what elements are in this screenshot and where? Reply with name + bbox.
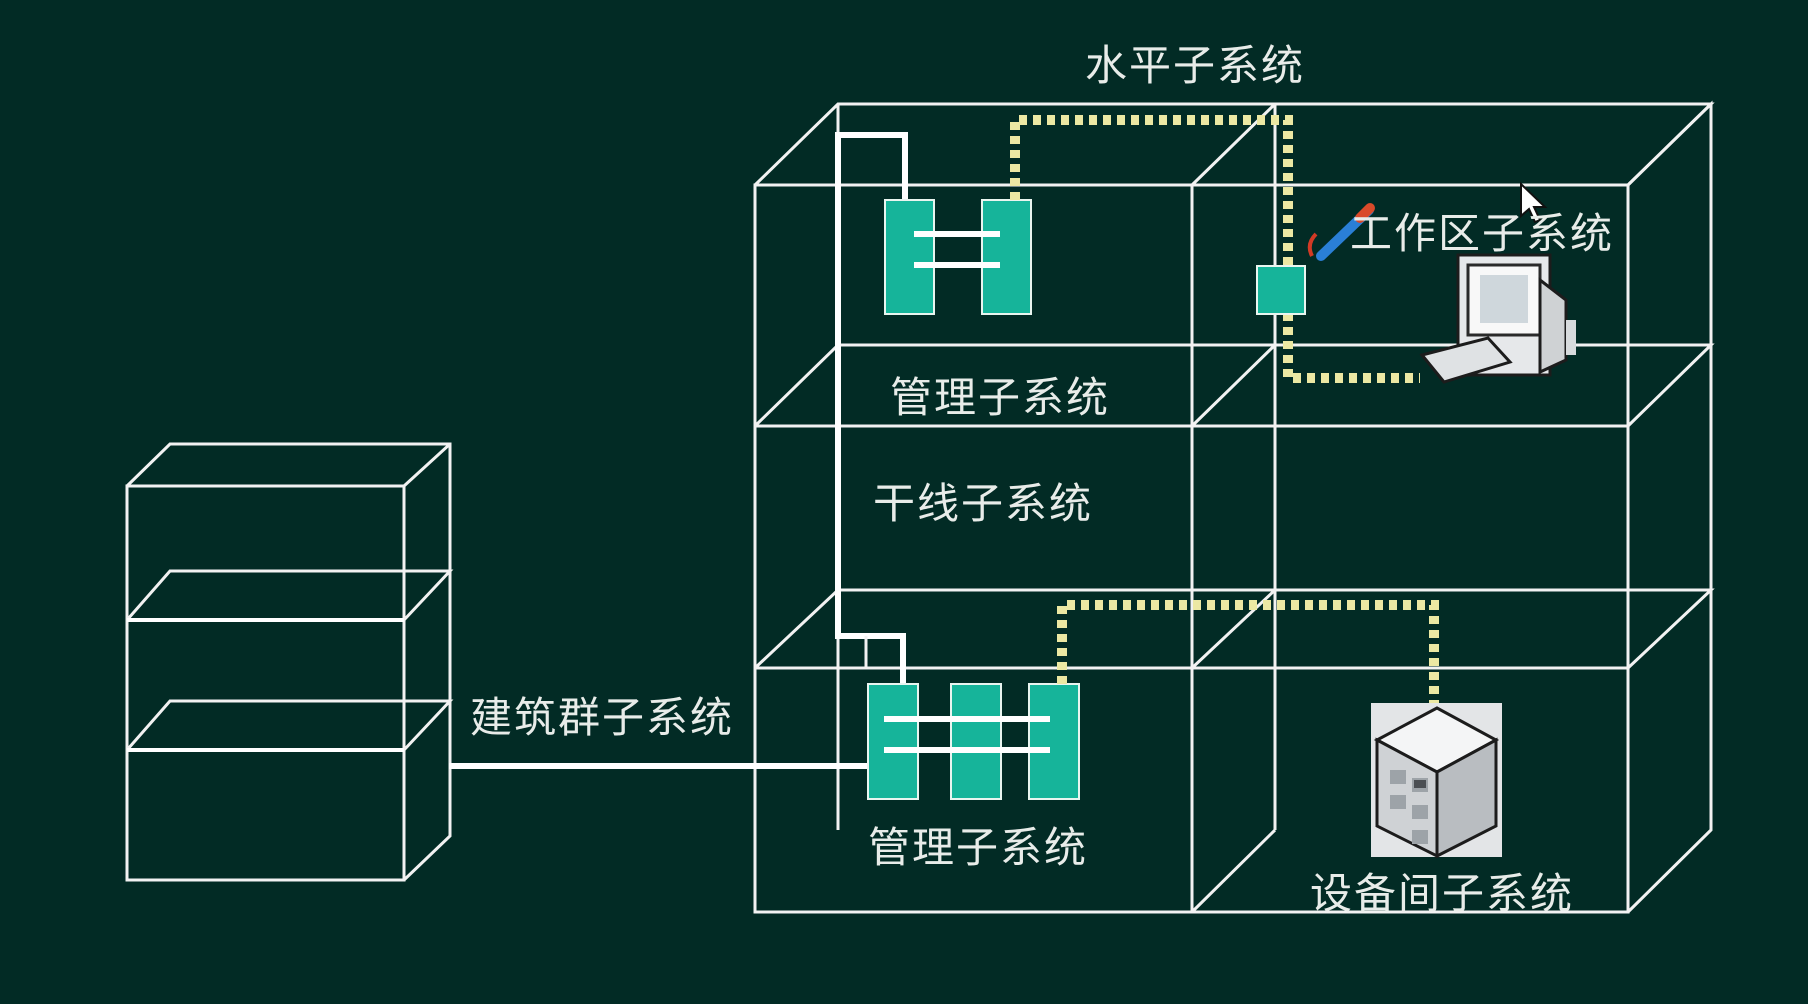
label-campus-subsystem: 建筑群子系统 bbox=[470, 693, 734, 742]
label-backbone-subsystem: 干线子系统 bbox=[873, 479, 1093, 528]
mouse-pointer-icon bbox=[1520, 181, 1548, 224]
horizontal-cable-top bbox=[1010, 115, 1420, 383]
admin-patch-panel-top bbox=[884, 199, 1032, 315]
information-outlet bbox=[1256, 265, 1306, 315]
label-admin-subsystem-bottom: 管理子系统 bbox=[868, 823, 1088, 872]
pen-annotation-icon bbox=[1307, 203, 1375, 261]
label-equipment-room-subsystem: 设备间子系统 bbox=[1310, 869, 1574, 918]
server-cabinet-icon bbox=[1371, 703, 1502, 859]
admin-patch-panel-bottom bbox=[867, 683, 1080, 800]
backbone-cable bbox=[449, 132, 908, 769]
desktop-computer-icon bbox=[1419, 253, 1576, 384]
campus-building bbox=[125, 442, 454, 882]
label-admin-subsystem-top: 管理子系统 bbox=[890, 373, 1110, 422]
label-horizontal-subsystem: 水平子系统 bbox=[1085, 41, 1305, 90]
horizontal-cable-bottom bbox=[1057, 600, 1439, 705]
label-work-area-subsystem: 工作区子系统 bbox=[1350, 209, 1614, 258]
